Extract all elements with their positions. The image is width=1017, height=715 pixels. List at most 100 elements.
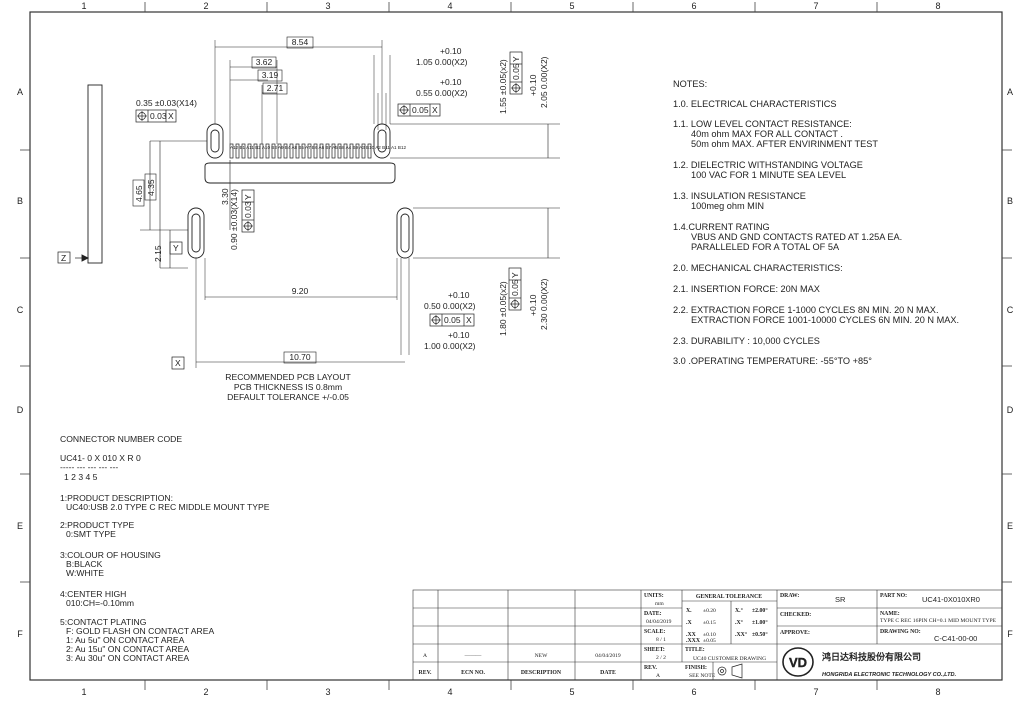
datum-z-label: Z: [61, 253, 66, 263]
row-label: E: [1007, 521, 1013, 531]
code-line: 0:SMT TYPE: [66, 529, 116, 539]
connector-outline: [204, 162, 396, 184]
side-view-plate: [87, 84, 103, 264]
code-line: F: GOLD FLASH ON CONTACT AREA: [66, 626, 214, 636]
note-line: 1.4.CURRENT RATING: [673, 222, 770, 232]
partno-value: UC41-0X010XR0: [922, 595, 980, 604]
ecn-header: ECN NO.: [461, 670, 485, 676]
drawingno-label: DRAWING NO:: [880, 629, 921, 635]
note-line: 40m ohm MAX FOR ALL CONTACT .: [691, 129, 843, 139]
fcf-0.05-x: [397, 103, 441, 117]
datum-x-label: X: [175, 358, 181, 368]
fcf-value: 0.03: [150, 111, 167, 121]
column-label: 4: [447, 687, 452, 697]
code-line: 1:PRODUCT DESCRIPTION:: [60, 493, 173, 503]
row-label: D: [17, 405, 24, 415]
tol-value: ±0.50°: [752, 631, 768, 638]
notes-block: NOTES: 1.0. ELECTRICAL CHARACTERISTICS 1…: [673, 79, 959, 366]
checked-label: CHECKED:: [780, 612, 811, 618]
date-header: DATE: [600, 670, 616, 676]
drawingno-value: C-C41-00-00: [934, 634, 977, 643]
code-line: 3:COLOUR OF HOUSING: [60, 550, 161, 560]
number-code-block: CONNECTOR NUMBER CODE UC41- 0 X 010 X R …: [60, 434, 270, 663]
note-line: 1.3. INSULATION RESISTANCE: [673, 191, 806, 201]
fcf-datum: Y: [511, 56, 521, 62]
note-line: 50m ohm MAX. AFTER ENVIRINMENT TEST: [691, 139, 878, 149]
column-label: 6: [691, 1, 696, 11]
dim-3-62: 3.62: [256, 57, 273, 67]
row-label: C: [1007, 305, 1014, 315]
note-line: 1.0. ELECTRICAL CHARACTERISTICS: [673, 99, 837, 109]
notes-heading: NOTES:: [673, 79, 707, 89]
fcf-0.05-x-lower: [429, 313, 475, 327]
units-label: UNITS:: [644, 593, 664, 599]
note-line: VBUS AND GND CONTACTS RATED AT 1.25A EA.: [691, 232, 902, 242]
dim-9-20: 9.20: [292, 286, 309, 296]
fcf-0.05-y-lower: [508, 267, 522, 311]
column-label: 5: [569, 687, 574, 697]
dim-1-55: 1.55 ±0.05(x2): [498, 59, 508, 114]
datum-y-frame: [169, 241, 183, 255]
tol-value: ±1.00°: [752, 619, 768, 626]
svg-text:VD: VD: [789, 655, 807, 670]
column-labels: 1 2 3 4 5 6 7 8 1 2 3 4 5 6 7 8: [81, 1, 940, 697]
code-line: 3: Au 30u" ON CONTACT AREA: [66, 653, 189, 663]
company-cn: 鸿日达科技股份有限公司: [822, 651, 921, 662]
fcf-datum: X: [432, 105, 438, 115]
scale-value: 8 / 1: [656, 637, 666, 643]
column-label: 2: [203, 687, 208, 697]
approve-label: APPROVE:: [780, 630, 810, 636]
dim-4-65: 4.65: [134, 185, 144, 202]
row-label: A: [17, 87, 23, 97]
fcf-0.05-y: [509, 51, 523, 95]
dim-3-19: 3.19: [262, 70, 279, 80]
note-line: 1.1. LOW LEVEL CONTACT RESISTANCE:: [673, 119, 852, 129]
units-value: mm: [655, 601, 664, 607]
sheet-value: 2 / 2: [656, 655, 666, 661]
description-value: NEW: [535, 653, 548, 659]
sheet-label: SHEET:: [644, 647, 665, 653]
dim-tol-1: +0.10: [440, 46, 462, 56]
dimension-labels: 8.54 3.62 3.19 2.71 +0.10 1.05 0.00(X2) …: [61, 36, 549, 368]
tol-value: ±0.20: [703, 608, 716, 614]
row-label: C: [17, 305, 24, 315]
slot-bottom-right: [396, 207, 414, 259]
description-header: DESCRIPTION: [521, 670, 562, 676]
note-line: 2.3. DURABILITY : 10,000 CYCLES: [673, 336, 820, 346]
dim-1-05: 1.05 0.00(X2): [416, 57, 468, 67]
name-value: TYPE C REC 16PIN CH=0.1 MID MOUNT TYPE: [880, 618, 997, 624]
dim-4-35: 4.35: [146, 179, 156, 196]
column-label: 6: [691, 687, 696, 697]
code-line: 4:CENTER HIGH: [60, 589, 126, 599]
note-line: 2.0. MECHANICAL CHARACTERISTICS:: [673, 263, 843, 273]
fcf-value: 0.05: [510, 279, 520, 296]
column-label: 3: [325, 1, 330, 11]
tol-key: .XX: [686, 632, 697, 638]
dim-2-05: 2.05 0.00(X2): [539, 56, 549, 108]
note-line: PARALLELED FOR A TOTAL OF 5A: [691, 242, 840, 252]
slot-top-left: [206, 123, 224, 159]
slot-bottom-left: [187, 207, 205, 259]
dim-tol-3: +0.10: [448, 290, 470, 300]
datum-z: [57, 251, 71, 264]
code-line: B:BLACK: [66, 559, 103, 569]
code-line: W:WHITE: [66, 568, 104, 578]
tol-key: X.°: [735, 607, 744, 614]
code-heading: CONNECTOR NUMBER CODE: [60, 434, 182, 444]
code-line: 5:CONTACT PLATING: [60, 617, 147, 627]
column-label: 7: [813, 687, 818, 697]
dim-0-90: 0.90 ±0.03(X14): [229, 189, 239, 250]
caption-line: DEFAULT TOLERANCE +/-0.05: [227, 392, 349, 402]
code-line: 1: Au 5u" ON CONTACT AREA: [66, 635, 185, 645]
pcb-layout-drawing: [57, 40, 560, 370]
note-line: 100 VAC FOR 1 MINUTE SEA LEVEL: [691, 170, 846, 180]
dim-2-30-tol: +0.10: [528, 294, 538, 316]
note-line: 2.2. EXTRACTION FORCE 1-1000 CYCLES 8N M…: [673, 305, 939, 315]
rev-label: REV.: [644, 665, 657, 671]
pin-labels: A12 B1 A11 B2 A10 B3 A9 B4 A8 B5 A7 B6 A…: [230, 145, 407, 150]
note-line: 1.2. DIELECTRIC WITHSTANDING VOLTAGE: [673, 160, 863, 170]
layout-caption: RECOMMENDED PCB LAYOUT PCB THICKNESS IS …: [225, 372, 351, 402]
dim-0-35: 0.35 ±0.03(X14): [136, 98, 197, 108]
